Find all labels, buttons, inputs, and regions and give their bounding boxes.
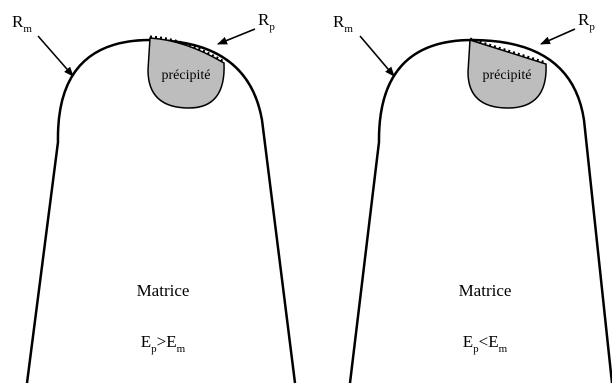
matrix-radius-label: Rm bbox=[12, 12, 32, 35]
modulus-condition: Ep>Em bbox=[141, 332, 186, 355]
precipitate-label: précipité bbox=[483, 68, 532, 83]
precipitate-radius-label: Rp bbox=[578, 10, 595, 33]
precipitate-radius-label: Rp bbox=[258, 10, 275, 33]
matrix-radius-label: Rm bbox=[333, 12, 353, 35]
matrix-label: Matrice bbox=[459, 281, 512, 300]
modulus-condition: Ep<Em bbox=[463, 332, 508, 355]
matrix-radius-arrow bbox=[38, 36, 73, 76]
panel-left: précipité Rm Rp Matrice Ep>Em bbox=[12, 10, 295, 383]
precipitate-label: précipité bbox=[162, 68, 211, 83]
precipitate-radius-arrow bbox=[541, 29, 575, 44]
matrix-radius-arrow bbox=[360, 36, 394, 76]
matrix-label: Matrice bbox=[137, 281, 190, 300]
precipitate-radius-arrow bbox=[218, 29, 255, 44]
panel-right: précipité Rm Rp Matrice Ep<Em bbox=[333, 10, 612, 383]
